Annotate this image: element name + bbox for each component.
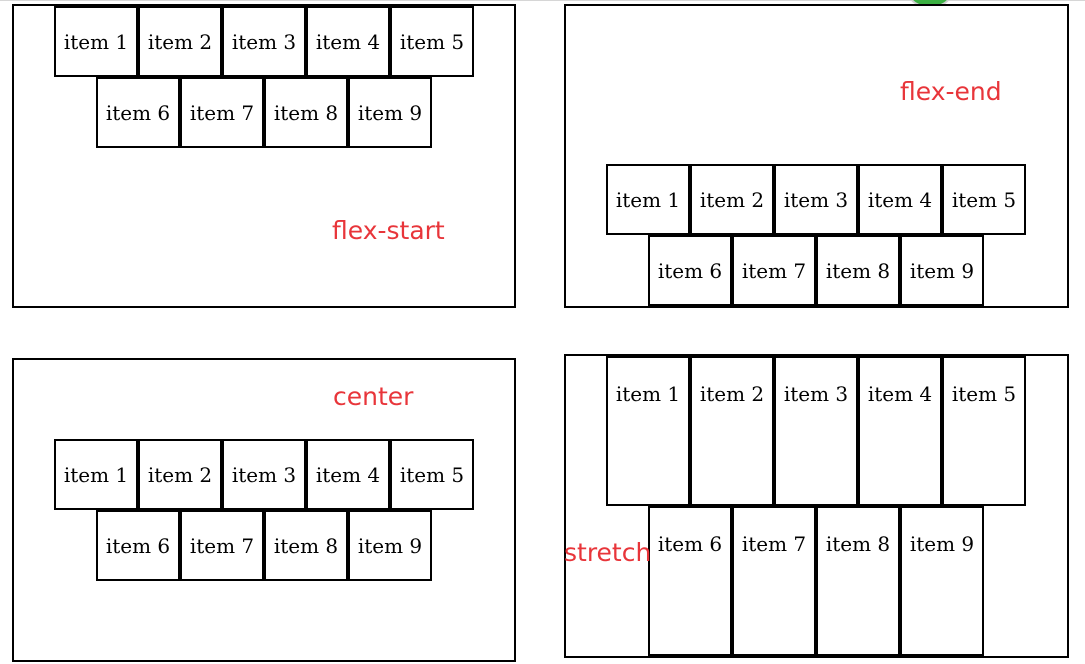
stretch-item-2: item 2 bbox=[690, 356, 774, 506]
flex-end-label: flex-end bbox=[900, 77, 1002, 106]
center-item-1: item 1 bbox=[54, 439, 138, 510]
flex-start-item-3: item 3 bbox=[222, 6, 306, 77]
center-item-9: item 9 bbox=[348, 510, 432, 581]
flex-end-item-6: item 6 bbox=[648, 235, 732, 306]
flex-end-item-7: item 7 bbox=[732, 235, 816, 306]
flex-start-item-2: item 2 bbox=[138, 6, 222, 77]
stretch-item-1: item 1 bbox=[606, 356, 690, 506]
center-item-8: item 8 bbox=[264, 510, 348, 581]
center-label: center bbox=[333, 382, 414, 411]
flex-end-item-3: item 3 bbox=[774, 164, 858, 235]
center-item-4: item 4 bbox=[306, 439, 390, 510]
stretch-item-8: item 8 bbox=[816, 506, 900, 656]
flex-start-item-9: item 9 bbox=[348, 77, 432, 148]
stretch-item-7: item 7 bbox=[732, 506, 816, 656]
stretch-item-4: item 4 bbox=[858, 356, 942, 506]
flex-start-item-8: item 8 bbox=[264, 77, 348, 148]
flex-end-item-1: item 1 bbox=[606, 164, 690, 235]
flex-end-item-9: item 9 bbox=[900, 235, 984, 306]
flex-start-item-5: item 5 bbox=[390, 6, 474, 77]
center-item-5: item 5 bbox=[390, 439, 474, 510]
center-item-3: item 3 bbox=[222, 439, 306, 510]
window-top-edge bbox=[0, 0, 1085, 1]
stretch-item-6: item 6 bbox=[648, 506, 732, 656]
flex-start-item-1: item 1 bbox=[54, 6, 138, 77]
stretch-item-9: item 9 bbox=[900, 506, 984, 656]
flex-start-item-7: item 7 bbox=[180, 77, 264, 148]
flex-end-item-5: item 5 bbox=[942, 164, 1026, 235]
flex-end-item-4: item 4 bbox=[858, 164, 942, 235]
center-item-6: item 6 bbox=[96, 510, 180, 581]
flex-start-item-4: item 4 bbox=[306, 6, 390, 77]
stretch-item-5: item 5 bbox=[942, 356, 1026, 506]
flex-end-item-8: item 8 bbox=[816, 235, 900, 306]
flex-start-label: flex-start bbox=[332, 216, 445, 245]
stretch-item-3: item 3 bbox=[774, 356, 858, 506]
center-item-7: item 7 bbox=[180, 510, 264, 581]
flex-start-item-6: item 6 bbox=[96, 77, 180, 148]
flex-end-item-2: item 2 bbox=[690, 164, 774, 235]
center-item-2: item 2 bbox=[138, 439, 222, 510]
stretch-label: stretch bbox=[564, 538, 652, 567]
